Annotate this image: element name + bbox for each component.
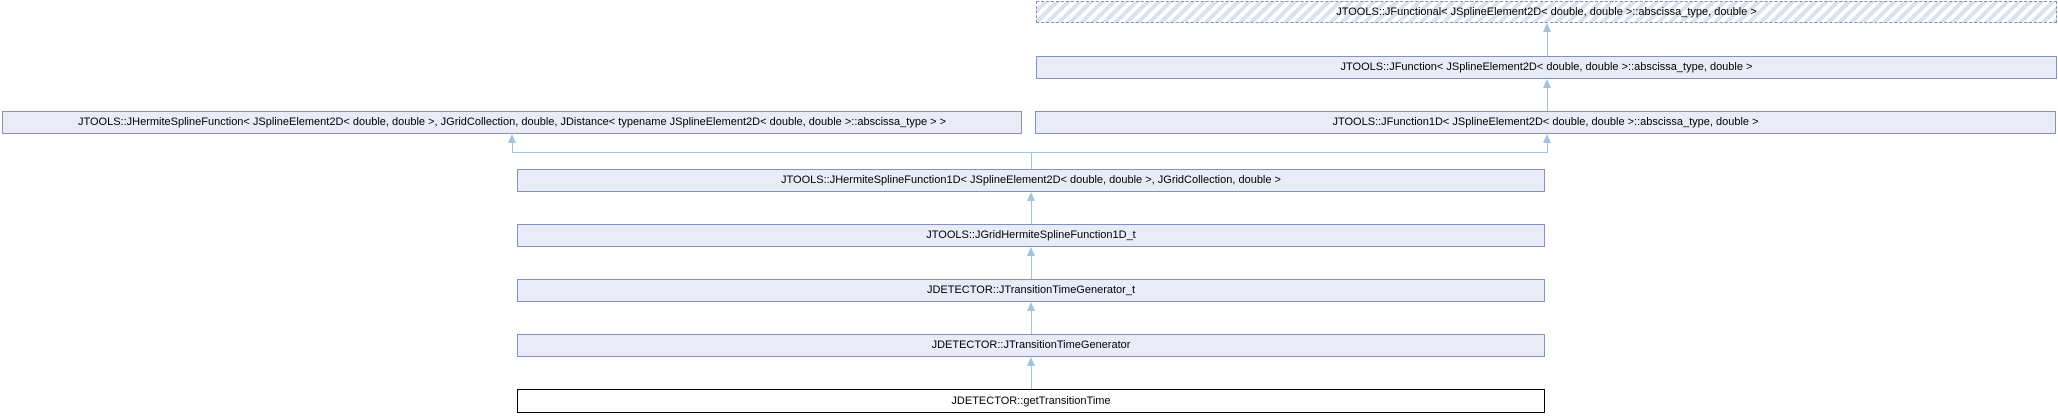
inheritance-edge (512, 143, 513, 152)
inheritance-arrow-icon (1027, 192, 1035, 201)
inheritance-edge (1031, 256, 1032, 279)
class-node-gettransitiontime-current: JDETECTOR::getTransitionTime (517, 389, 1545, 413)
class-node-jhermitesplinefunction[interactable]: JTOOLS::JHermiteSplineFunction< JSplineE… (2, 111, 1022, 134)
inheritance-arrow-icon (1027, 302, 1035, 311)
class-node-jtransitiontimegenerator[interactable]: JDETECTOR::JTransitionTimeGenerator (517, 334, 1545, 357)
inheritance-edge (1031, 152, 1032, 169)
inheritance-edge (512, 152, 1548, 153)
inheritance-arrow-icon (1543, 79, 1551, 88)
inheritance-edge (1547, 88, 1548, 111)
class-node-jfunctional[interactable]: JTOOLS::JFunctional< JSplineElement2D< d… (1036, 1, 2057, 23)
inheritance-arrow-icon (1027, 357, 1035, 366)
class-node-jtransitiontimegenerator-t[interactable]: JDETECTOR::JTransitionTimeGenerator_t (517, 279, 1545, 302)
inheritance-arrow-icon (1027, 247, 1035, 256)
class-node-jfunction1d[interactable]: JTOOLS::JFunction1D< JSplineElement2D< d… (1035, 111, 2056, 134)
inheritance-edge (1547, 31, 1548, 56)
inheritance-arrow-icon (508, 134, 516, 143)
inheritance-edge (1031, 311, 1032, 334)
class-node-jgridhermitesplinefunction1d-t[interactable]: JTOOLS::JGridHermiteSplineFunction1D_t (517, 224, 1545, 247)
class-node-jhermitesplinefunction1d[interactable]: JTOOLS::JHermiteSplineFunction1D< JSplin… (517, 169, 1545, 192)
inheritance-edge (1031, 366, 1032, 389)
inheritance-arrow-icon (1543, 134, 1551, 143)
inheritance-edge (1547, 143, 1548, 152)
inheritance-arrow-icon (1543, 23, 1551, 32)
inheritance-edge (1031, 201, 1032, 224)
class-node-jfunction[interactable]: JTOOLS::JFunction< JSplineElement2D< dou… (1036, 56, 2057, 79)
